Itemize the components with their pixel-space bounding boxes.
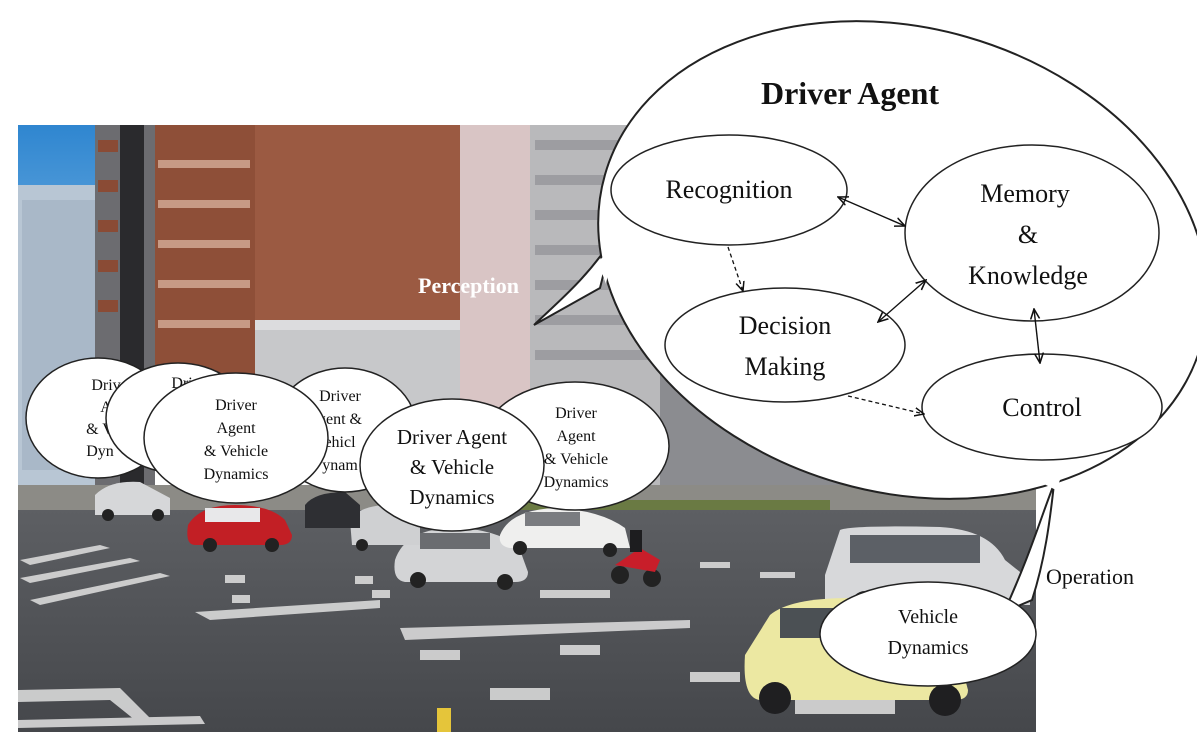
bubble-line: Dynamics [544, 474, 609, 491]
decision-control-arrow [847, 395, 924, 414]
vehicle-dynamics-bubble: Vehicle Dynamics [819, 581, 1037, 687]
driver-agent-bubble: Driver Agent Recognition Memory & Knowle… [533, 20, 1197, 614]
bubble-line: & Vehicle [410, 455, 494, 479]
knowledge-label: Knowledge [968, 261, 1088, 290]
bubble-line: Driver [319, 388, 361, 405]
recognition-decision-arrow [727, 246, 743, 291]
motorcycle [611, 530, 661, 587]
bubble-line: Driv [91, 377, 120, 394]
memory-control-arrow [1034, 309, 1040, 363]
car-silver-front [394, 528, 528, 590]
perception-label: Perception [418, 273, 519, 298]
vehicle-dynamics-ellipse [819, 581, 1037, 687]
operation-label: Operation [1046, 564, 1134, 589]
bubble-line: gent & [318, 411, 363, 428]
car-red [187, 505, 292, 552]
making-label: Making [745, 352, 826, 381]
vehicle-label: Vehicle [898, 606, 958, 628]
bubble-line: ynam [322, 457, 358, 474]
bubble-line: & Vehicle [544, 451, 608, 468]
recognition-label: Recognition [665, 175, 792, 204]
dynamics-label: Dynamics [887, 637, 968, 659]
driver-agent-title: Driver Agent [761, 75, 939, 111]
bubble-line: Driver Agent [397, 425, 507, 449]
bubble-line: Agent [216, 420, 256, 437]
bubble-line: Dynamics [409, 485, 494, 509]
bubble-line: ehicl [324, 434, 356, 451]
car-white [499, 508, 630, 557]
car-dark [305, 492, 360, 528]
control-label: Control [1002, 393, 1081, 422]
recognition-memory-arrow [838, 197, 905, 226]
bubble-line: Driver [215, 397, 257, 414]
bubble-line: Driver [555, 405, 597, 422]
bubble-line: Dynamics [204, 466, 269, 483]
memory-amp-label: & [1018, 220, 1038, 249]
car-white-left [95, 481, 170, 521]
decision-label: Decision [739, 311, 831, 340]
decision-making-node [664, 287, 906, 403]
memory-label: Memory [980, 179, 1070, 208]
bubble-line: & Vehicle [204, 443, 268, 460]
agent-bubble [143, 372, 329, 504]
recognition-node [610, 134, 848, 246]
agent-bubble [359, 398, 545, 532]
bubble-line: Agent [556, 428, 596, 445]
bubble-line: Dyn [86, 443, 114, 460]
agent-bubble-group: Driv A & V Dyn Driv A & D Driver gent & … [25, 357, 670, 532]
decision-memory-arrow [878, 280, 926, 322]
